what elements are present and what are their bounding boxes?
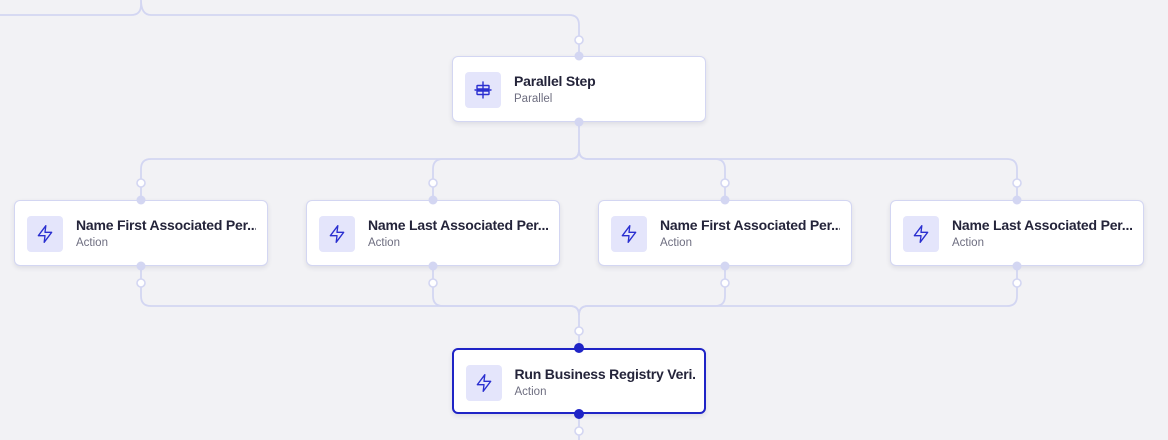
output-port xyxy=(720,278,730,288)
output-port xyxy=(428,278,438,288)
input-port xyxy=(1012,178,1022,188)
node-title: Name First Associated Per... xyxy=(76,217,256,233)
node-title: Name Last Associated Per... xyxy=(952,217,1132,233)
action-node-name-last-associated-person[interactable]: Name Last Associated Per... Action xyxy=(890,200,1144,266)
node-title: Name Last Associated Per... xyxy=(368,217,548,233)
edge-parallel-to-action-3 xyxy=(578,149,726,200)
node-type: Action xyxy=(514,385,547,398)
input-port xyxy=(574,35,584,45)
output-port xyxy=(574,426,584,436)
lightning-icon xyxy=(611,216,647,252)
lightning-icon xyxy=(903,216,939,252)
lightning-icon xyxy=(319,216,355,252)
input-port xyxy=(574,326,584,336)
lightning-icon xyxy=(27,216,63,252)
action-node-name-last-associated-person[interactable]: Name Last Associated Per... Action xyxy=(306,200,560,266)
input-port xyxy=(428,178,438,188)
action-node-run-business-registry[interactable]: Run Business Registry Veri... Action xyxy=(452,348,706,414)
edge-action-1-to-registry xyxy=(140,266,580,348)
node-type: Action xyxy=(952,237,984,249)
input-port xyxy=(720,178,730,188)
edge-action-4-to-registry xyxy=(578,266,1018,316)
edge-action-2-to-registry xyxy=(432,266,580,316)
output-port xyxy=(136,278,146,288)
action-node-name-first-associated-person[interactable]: Name First Associated Per... Action xyxy=(14,200,268,266)
edge-parallel-to-action-2 xyxy=(432,149,580,200)
input-port xyxy=(136,178,146,188)
edge-action-3-to-registry xyxy=(578,266,726,316)
action-node-name-first-associated-person[interactable]: Name First Associated Per... Action xyxy=(598,200,852,266)
edge-into-parallel xyxy=(0,0,580,56)
lightning-icon xyxy=(465,364,502,401)
node-type: Action xyxy=(660,237,692,249)
node-type: Action xyxy=(368,237,400,249)
node-title: Name First Associated Per... xyxy=(660,217,840,233)
parallel-step-node[interactable]: Parallel Step Parallel xyxy=(452,56,706,122)
node-title: Parallel Step xyxy=(514,73,596,89)
edge-parallel-to-action-4 xyxy=(578,149,1018,200)
node-title: Run Business Registry Veri... xyxy=(514,365,695,382)
parallel-icon xyxy=(465,72,501,108)
node-type: Parallel xyxy=(514,93,553,105)
node-type: Action xyxy=(76,237,108,249)
output-port xyxy=(1012,278,1022,288)
edge-parallel-to-action-1 xyxy=(140,122,580,200)
